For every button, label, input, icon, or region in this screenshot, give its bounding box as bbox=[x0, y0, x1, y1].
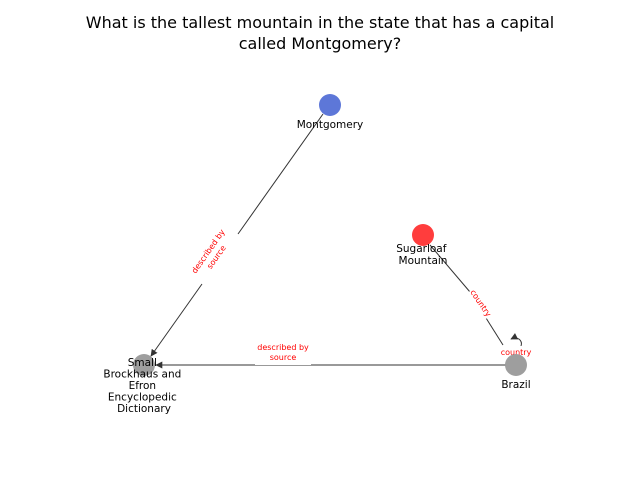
node-label-montgomery: Montgomery bbox=[297, 119, 364, 131]
node-label-line-4: Encyclopedic bbox=[108, 392, 177, 404]
node-label-sugarloaf-mountain: Sugarloaf Mountain bbox=[396, 243, 450, 267]
edge-sugarloaf-to-brazil-upper bbox=[429, 244, 471, 293]
edge-label-line-1: described by bbox=[257, 343, 309, 352]
node-label-brazil: Brazil bbox=[501, 379, 530, 391]
edge-label-sugarloaf-brazil: country bbox=[467, 286, 495, 320]
node-label-line-1: Small bbox=[128, 357, 157, 369]
question-title-line-1: What is the tallest mountain in the stat… bbox=[85, 13, 555, 32]
edge-label-line-2: source bbox=[270, 353, 297, 362]
node-label-line-2: Mountain bbox=[399, 255, 448, 267]
question-title-line-2: called Montgomery? bbox=[238, 34, 402, 53]
node-brockhaus-efron bbox=[133, 354, 155, 376]
edge-label-line-1: country bbox=[501, 348, 532, 357]
edge-montgomery-to-brockhaus bbox=[237, 113, 324, 235]
node-label-line-1: Brazil bbox=[501, 379, 530, 391]
edge-brazil-self-loop bbox=[510, 333, 522, 347]
edge-sugarloaf-to-brazil-lower bbox=[485, 317, 504, 346]
node-label-line-5: Dictionary bbox=[117, 403, 171, 415]
node-label-line-3: Efron bbox=[129, 380, 157, 392]
node-montgomery bbox=[319, 94, 341, 116]
question-title: What is the tallest mountain in the stat… bbox=[0, 12, 640, 54]
node-brazil bbox=[505, 354, 527, 376]
node-label-brockhaus-efron: Small Brockhaus and Efron Encyclopedic D… bbox=[103, 357, 184, 415]
node-label-line-1: Sugarloaf bbox=[396, 243, 447, 255]
node-sugarloaf-mountain bbox=[412, 224, 434, 246]
node-label-line-2: Brockhaus and bbox=[103, 369, 181, 381]
edge-montgomery-to-brockhaus-lower bbox=[150, 283, 203, 357]
node-label-line-1: Montgomery bbox=[297, 119, 364, 131]
edge-label-brazil-brockhaus: described by source bbox=[255, 343, 311, 365]
edge-label-montgomery-brockhaus: described by source bbox=[189, 228, 235, 280]
edge-label-brazil-self: country bbox=[500, 346, 532, 357]
